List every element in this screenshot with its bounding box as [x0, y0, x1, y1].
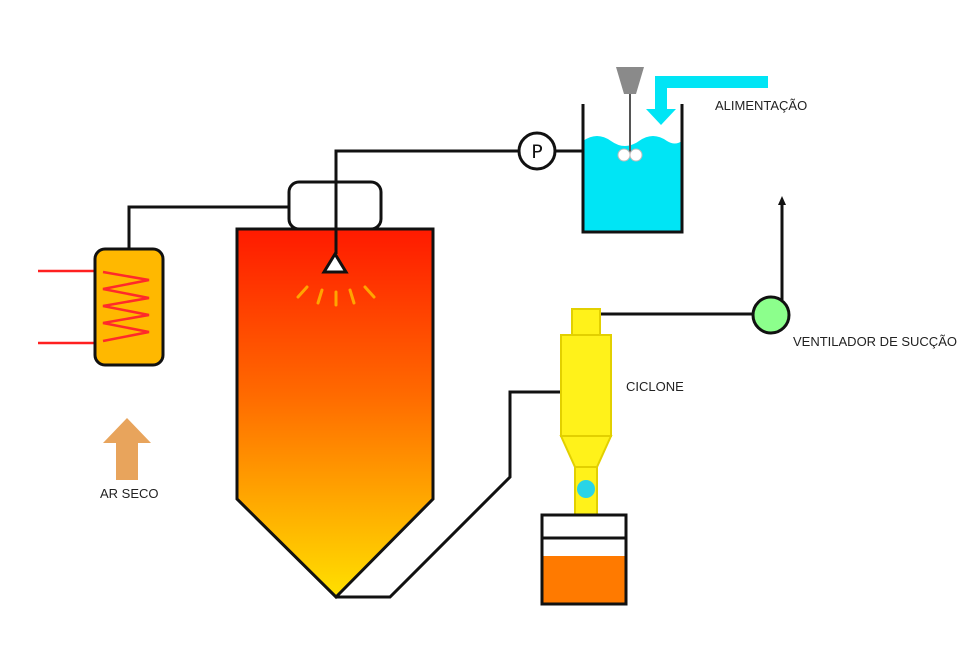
pipe-chamber-to-cyclone [336, 390, 562, 599]
drying-chamber [235, 227, 435, 600]
feed-tank [581, 104, 684, 234]
suction-fan-label: VENTILADOR DE SUCÇÃO [793, 334, 957, 349]
powder-particle [577, 480, 595, 498]
fan-circle-icon [751, 295, 791, 335]
pipes [127, 149, 784, 599]
air-heater [93, 247, 165, 367]
feed-inlet-arrow [646, 76, 768, 125]
heater-coil [102, 270, 150, 343]
cyclone-label: CICLONE [626, 379, 684, 394]
pipe-heater-to-air-distributor [127, 205, 290, 248]
agitator-motor-icon [616, 67, 644, 94]
agitator-impeller-left [617, 148, 631, 162]
pump-label: P [531, 141, 542, 163]
feed-liquid [583, 136, 682, 232]
spray-rays [296, 285, 376, 307]
feed-label: ALIMENTAÇÃO [715, 98, 807, 113]
cyclone-body [560, 334, 612, 437]
pump-circle-icon [517, 131, 557, 171]
dry-air-label: AR SECO [100, 486, 159, 501]
agitator-impeller-right [629, 148, 643, 162]
cyclone-cone [559, 435, 613, 468]
cyclone-outlet-pipe [571, 308, 601, 336]
collected-powder [543, 556, 625, 603]
dry-air-arrow [103, 418, 151, 480]
exhaust-arrow-head [778, 196, 786, 205]
spray-nozzle-icon [321, 251, 349, 274]
